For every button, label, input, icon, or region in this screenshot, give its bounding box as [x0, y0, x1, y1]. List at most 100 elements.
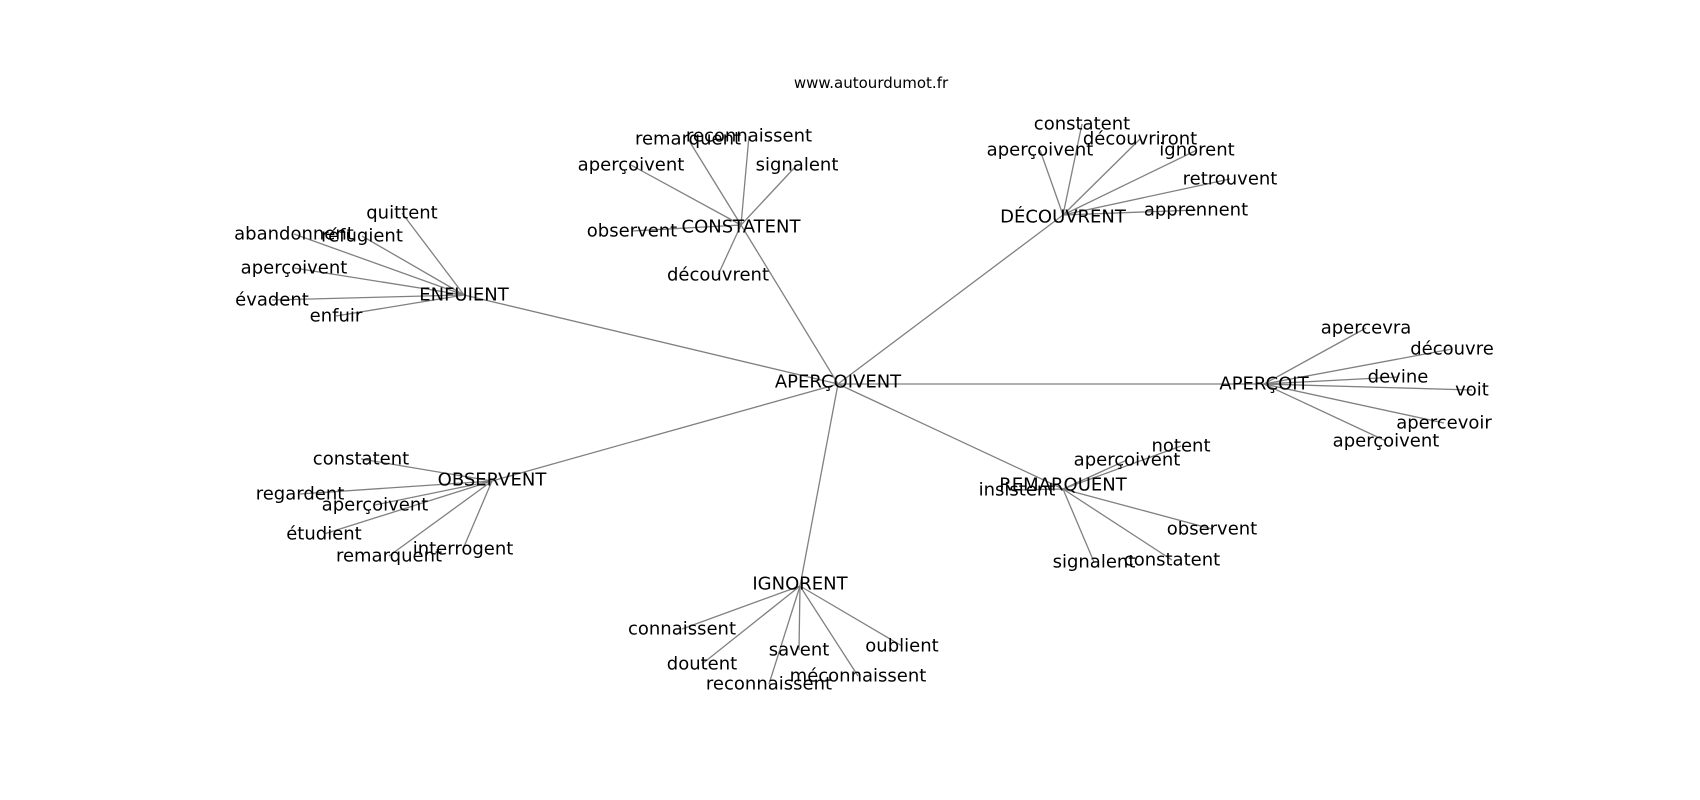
leaf-node-apercoit-0[interactable]: apercevra: [1321, 318, 1412, 339]
leaf-node-ignorent-3[interactable]: oublient: [865, 636, 938, 657]
center-word-node[interactable]: APERÇOIVENT: [775, 372, 902, 393]
edge-observent-to-leaf-0: [360, 458, 493, 482]
edge-ignorent-to-leaf-5: [768, 585, 801, 685]
edge-remarquent-to-leaf-3: [1062, 488, 1213, 530]
edge-decouvrent-to-leaf-2: [1039, 149, 1064, 216]
leaf-node-enfuient-4[interactable]: évadent: [235, 290, 309, 311]
edge-constatent-to-leaf-5: [717, 224, 742, 276]
edge-center-to-remarquent: [837, 383, 1064, 490]
edge-constatent-to-leaf-1: [740, 135, 750, 226]
edge-remarquent-to-leaf-4: [1062, 488, 1095, 563]
hub-node-remarquent[interactable]: REMARQUENT: [999, 475, 1127, 496]
leaf-node-apercoit-2[interactable]: devine: [1368, 367, 1429, 388]
leaf-node-ignorent-1[interactable]: doutent: [667, 654, 737, 675]
leaf-node-constatent-1[interactable]: reconnaissent: [686, 126, 812, 147]
edge-constatent-to-leaf-2: [630, 164, 742, 226]
leaf-node-enfuient-2[interactable]: réfugient: [321, 226, 403, 247]
edge-center-to-decouvrent: [837, 214, 1064, 385]
edge-apercoit-to-leaf-2: [1263, 376, 1399, 385]
edge-enfuient-to-leaf-2: [361, 235, 465, 296]
leaf-node-enfuient-3[interactable]: aperçoivent: [241, 258, 348, 279]
edge-decouvrent-to-leaf-5: [1062, 209, 1197, 216]
edge-observent-to-leaf-2: [374, 480, 493, 506]
leaf-node-constatent-3[interactable]: signalent: [756, 155, 839, 176]
edge-enfuient-to-leaf-4: [271, 294, 465, 301]
edge-apercoit-to-leaf-4: [1263, 383, 1445, 424]
leaf-node-ignorent-4[interactable]: méconnaissent: [790, 666, 927, 687]
edge-constatent-to-leaf-4: [631, 224, 742, 232]
leaf-node-decouvrent-4[interactable]: retrouvent: [1183, 169, 1278, 190]
edge-observent-to-leaf-4: [462, 480, 493, 550]
hub-node-constatent[interactable]: CONSTATENT: [682, 217, 802, 238]
leaf-node-apercoit-3[interactable]: voit: [1455, 380, 1489, 401]
edge-decouvrent-to-leaf-4: [1062, 178, 1231, 216]
edge-apercoit-to-leaf-3: [1263, 383, 1473, 391]
leaf-node-ignorent-5[interactable]: reconnaissent: [706, 674, 832, 695]
hub-node-enfuient[interactable]: ENFUIENT: [419, 285, 510, 306]
leaf-node-constatent-5[interactable]: découvrent: [667, 265, 769, 286]
hub-node-apercoit[interactable]: APERÇOIT: [1219, 374, 1309, 395]
edge-observent-to-leaf-5: [388, 480, 493, 557]
leaf-node-observent-0[interactable]: constatent: [313, 449, 409, 470]
hub-node-ignorent[interactable]: IGNORENT: [752, 574, 848, 595]
leaf-node-ignorent-0[interactable]: connaissent: [628, 619, 736, 640]
edge-decouvrent-to-leaf-1: [1062, 138, 1141, 216]
leaf-node-apercoit-1[interactable]: découvre: [1410, 339, 1494, 360]
leaf-node-decouvrent-3[interactable]: ignorent: [1159, 140, 1234, 161]
edge-remarquent-to-leaf-0: [1062, 445, 1182, 490]
leaf-node-remarquent-2[interactable]: insistent: [979, 480, 1056, 501]
edge-center-to-enfuient: [463, 294, 839, 385]
edge-remarquent-to-leaf-2: [1016, 488, 1064, 491]
edge-remarquent-to-leaf-5: [1062, 488, 1173, 561]
leaf-node-decouvrent-2[interactable]: aperçoivent: [987, 140, 1094, 161]
edge-ignorent-to-leaf-4: [799, 585, 859, 677]
edge-decouvrent-to-leaf-0: [1062, 123, 1083, 216]
edge-apercoit-to-leaf-1: [1263, 348, 1453, 385]
edge-center-to-ignorent: [799, 383, 839, 587]
edge-center-to-constatent: [740, 224, 839, 385]
leaf-node-ignorent-2[interactable]: savent: [769, 640, 830, 661]
leaf-node-remarquent-0[interactable]: notent: [1151, 436, 1210, 457]
edge-ignorent-to-leaf-0: [681, 585, 801, 630]
edge-ignorent-to-leaf-2: [798, 585, 801, 651]
edge-enfuient-to-leaf-1: [293, 233, 465, 296]
labels-layer: APERÇOIVENTCONSTATENTremarquentreconnais…: [234, 114, 1494, 695]
leaf-node-enfuient-0[interactable]: quittent: [366, 203, 438, 224]
edge-constatent-to-leaf-0: [687, 138, 742, 226]
source-url: www.autourdumot.fr: [794, 74, 949, 92]
leaf-node-decouvrent-5[interactable]: apprennent: [1144, 200, 1248, 221]
edge-observent-to-leaf-1: [299, 480, 493, 495]
edge-remarquent-to-leaf-1: [1062, 459, 1128, 490]
leaf-node-remarquent-5[interactable]: constatent: [1124, 550, 1220, 571]
edge-apercoit-to-leaf-0: [1263, 327, 1367, 385]
leaf-node-constatent-4[interactable]: observent: [587, 221, 677, 242]
edge-constatent-to-leaf-3: [740, 164, 798, 226]
edge-decouvrent-to-leaf-3: [1062, 149, 1198, 216]
edge-enfuient-to-leaf-0: [401, 212, 465, 296]
edges-layer: [271, 123, 1473, 685]
edge-ignorent-to-leaf-3: [799, 585, 903, 647]
leaf-node-enfuient-1[interactable]: abandonnent: [234, 224, 354, 245]
edge-enfuient-to-leaf-3: [293, 267, 465, 296]
leaf-node-observent-5[interactable]: remarquent: [336, 546, 442, 567]
leaf-node-observent-2[interactable]: aperçoivent: [322, 495, 429, 516]
edge-apercoit-to-leaf-5: [1263, 383, 1387, 442]
hub-node-observent[interactable]: OBSERVENT: [438, 470, 548, 491]
hub-node-decouvrent[interactable]: DÉCOUVRENT: [1000, 206, 1127, 228]
leaf-node-remarquent-1[interactable]: aperçoivent: [1074, 450, 1181, 471]
leaf-node-observent-4[interactable]: interrogent: [413, 539, 514, 560]
leaf-node-enfuient-5[interactable]: enfuir: [310, 306, 363, 327]
leaf-node-apercoit-4[interactable]: apercevoir: [1396, 413, 1492, 434]
leaf-node-remarquent-4[interactable]: signalent: [1053, 552, 1136, 573]
leaf-node-apercoit-5[interactable]: aperçoivent: [1333, 431, 1440, 452]
leaf-node-constatent-2[interactable]: aperçoivent: [578, 155, 685, 176]
leaf-node-observent-1[interactable]: regardent: [256, 484, 345, 505]
leaf-node-remarquent-3[interactable]: observent: [1167, 519, 1257, 540]
edge-observent-to-leaf-3: [323, 480, 493, 535]
leaf-node-constatent-0[interactable]: remarquent: [635, 129, 741, 150]
leaf-node-observent-3[interactable]: étudient: [286, 524, 362, 545]
edge-center-to-observent: [491, 383, 839, 482]
leaf-node-decouvrent-1[interactable]: découvriront: [1083, 129, 1197, 150]
leaf-node-decouvrent-0[interactable]: constatent: [1034, 114, 1130, 135]
